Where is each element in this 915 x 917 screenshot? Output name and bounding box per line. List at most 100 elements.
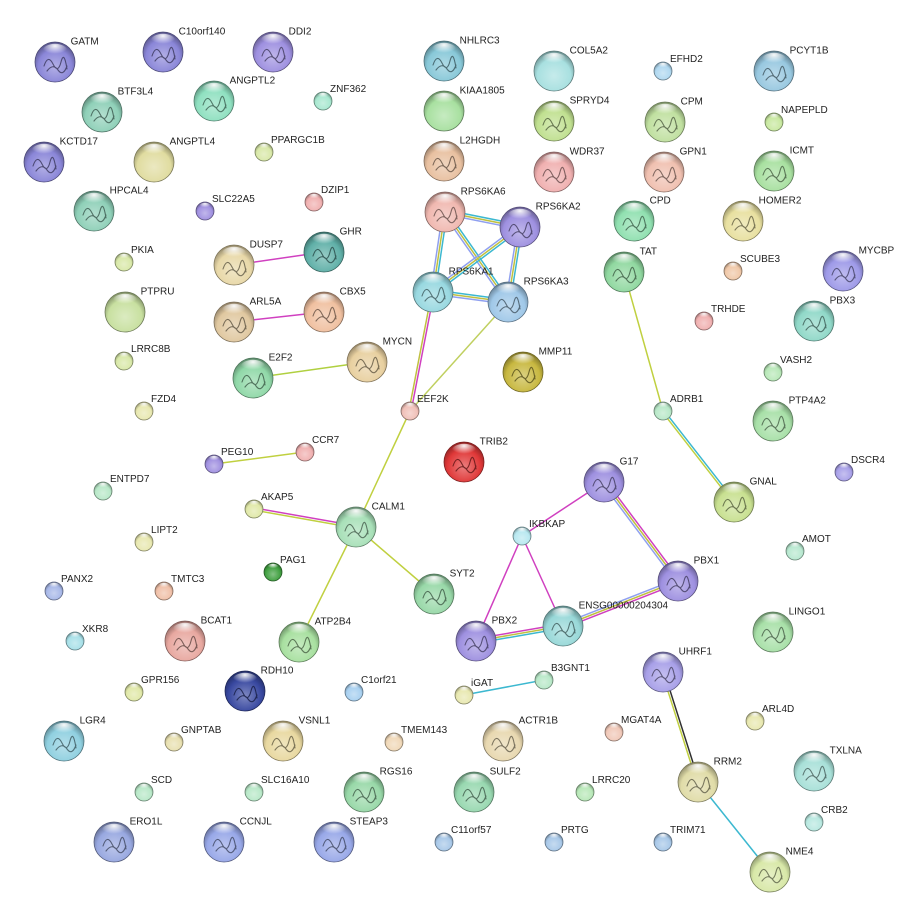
node-l2hgdh[interactable]: L2HGDH — [423, 135, 500, 182]
node-mycbp[interactable]: MYCBP — [822, 245, 894, 292]
node-angptl2[interactable]: ANGPTL2 — [193, 75, 276, 122]
node-mmp11[interactable]: MMP11 — [502, 346, 573, 393]
node-e2f2[interactable]: E2F2 — [232, 352, 293, 399]
node-c10orf140[interactable]: C10orf140 — [142, 26, 226, 73]
node-uhrf1[interactable]: UHRF1 — [642, 646, 712, 693]
node-tmem143[interactable]: TMEM143 — [384, 725, 448, 752]
node-xkr8[interactable]: XKR8 — [65, 624, 109, 651]
node-mgat4a[interactable]: MGAT4A — [604, 715, 662, 742]
node-ero1l[interactable]: ERO1L — [93, 816, 163, 863]
node-icmt[interactable]: ICMT — [753, 145, 814, 192]
node-gpn1[interactable]: GPN1 — [643, 146, 707, 193]
node-crb2[interactable]: CRB2 — [804, 805, 848, 832]
node-prtg[interactable]: PRTG — [544, 825, 589, 852]
node-ddi2[interactable]: DDI2 — [252, 26, 312, 73]
node-akap5[interactable]: AKAP5 — [244, 492, 294, 519]
node-angptl4[interactable]: ANGPTL4 — [133, 136, 216, 183]
node-lrrc20[interactable]: LRRC20 — [575, 775, 631, 802]
node-pag1[interactable]: PAG1 — [263, 555, 306, 582]
node-nme4[interactable]: NME4 — [749, 846, 814, 893]
edge-eef2k-calm1[interactable] — [355, 410, 411, 528]
node-ccr7[interactable]: CCR7 — [295, 435, 340, 462]
node-vsnl1[interactable]: VSNL1 — [262, 715, 331, 762]
node-scube3[interactable]: SCUBE3 — [723, 254, 780, 281]
node-ptpru[interactable]: PTPRU — [104, 286, 175, 333]
node-rdh10[interactable]: RDH10 — [224, 665, 294, 712]
node-gnal[interactable]: GNAL — [713, 476, 777, 523]
node-lgr4[interactable]: LGR4 — [43, 715, 106, 762]
edge-g17-pbx1[interactable] — [601, 479, 681, 584]
node-lipt2[interactable]: LIPT2 — [134, 525, 178, 552]
node-ccnjl[interactable]: CCNJL — [203, 816, 272, 863]
node-gpr156[interactable]: GPR156 — [124, 675, 180, 702]
node-igat[interactable]: iGAT — [454, 678, 493, 705]
node-rps6ka3[interactable]: RPS6KA3 — [487, 276, 569, 323]
node-calm1[interactable]: CALM1 — [335, 501, 405, 548]
node-dzip1[interactable]: DZIP1 — [304, 185, 350, 212]
node-ptp4a2[interactable]: PTP4A2 — [752, 395, 826, 442]
node-lingo1[interactable]: LINGO1 — [752, 606, 826, 653]
node-eef2k[interactable]: EEF2K — [400, 394, 449, 421]
node-cpm[interactable]: CPM — [644, 96, 703, 143]
node-rps6ka2[interactable]: RPS6KA2 — [499, 201, 581, 248]
node-fzd4[interactable]: FZD4 — [134, 394, 176, 421]
node-napepld[interactable]: NAPEPLD — [764, 105, 828, 132]
node-arl5a[interactable]: ARL5A — [213, 296, 282, 343]
node-pbx3[interactable]: PBX3 — [793, 295, 856, 342]
node-adrb1[interactable]: ADRB1 — [653, 394, 704, 421]
node-sulf2[interactable]: SULF2 — [453, 766, 521, 813]
edge-igat-b3gnt1[interactable] — [463, 679, 545, 696]
node-nhlrc3[interactable]: NHLRC3 — [423, 35, 500, 82]
node-panx2[interactable]: PANX2 — [44, 574, 94, 601]
edge-rps6ka3-eef2k[interactable] — [409, 301, 509, 412]
node-kiaa1805[interactable]: KIAA1805 — [423, 85, 505, 132]
node-pbx1[interactable]: PBX1 — [657, 555, 720, 602]
node-txlna[interactable]: TXLNA — [793, 745, 862, 792]
node-slc22a5[interactable]: SLC22A5 — [195, 194, 255, 221]
node-gnptab[interactable]: GNPTAB — [164, 725, 222, 752]
node-ikbkap[interactable]: IKBKAP — [512, 519, 565, 546]
node-c11orf57[interactable]: C11orf57 — [434, 825, 492, 852]
node-efhd2[interactable]: EFHD2 — [653, 54, 703, 81]
node-spryd4[interactable]: SPRYD4 — [533, 95, 610, 142]
node-rgs16[interactable]: RGS16 — [343, 766, 413, 813]
node-rps6ka1[interactable]: RPS6KA1 — [412, 266, 494, 313]
node-ghr[interactable]: GHR — [303, 226, 362, 273]
node-dscr4[interactable]: DSCR4 — [834, 455, 885, 482]
node-ensg00000204304[interactable]: ENSG00000204304 — [542, 600, 669, 647]
node-tat[interactable]: TAT — [603, 246, 657, 293]
node-peg10[interactable]: PEG10 — [204, 447, 254, 474]
node-slc16a10[interactable]: SLC16A10 — [244, 775, 310, 802]
node-rps6ka6[interactable]: RPS6KA6 — [424, 186, 506, 233]
node-b3gnt1[interactable]: B3GNT1 — [534, 663, 590, 690]
node-wdr37[interactable]: WDR37 — [533, 146, 605, 193]
edge-peg10-ccr7[interactable] — [213, 451, 306, 465]
node-entpd7[interactable]: ENTPD7 — [93, 474, 150, 501]
node-dusp7[interactable]: DUSP7 — [213, 239, 283, 286]
node-steap3[interactable]: STEAP3 — [313, 816, 388, 863]
node-btf3l4[interactable]: BTF3L4 — [81, 86, 154, 133]
node-ppargc1b[interactable]: PPARGC1B — [254, 135, 325, 162]
node-vash2[interactable]: VASH2 — [763, 355, 813, 382]
node-actr1b[interactable]: ACTR1B — [482, 715, 558, 762]
node-pkia[interactable]: PKIA — [114, 245, 154, 272]
node-hpcal4[interactable]: HPCAL4 — [73, 185, 149, 232]
node-homer2[interactable]: HOMER2 — [722, 195, 802, 242]
node-gatm[interactable]: GATM — [34, 36, 99, 83]
node-g17[interactable]: G17 — [583, 456, 639, 503]
edge-tat-adrb1[interactable] — [623, 271, 664, 412]
node-bcat1[interactable]: BCAT1 — [164, 615, 233, 662]
node-c1orf21[interactable]: C1orf21 — [344, 675, 397, 702]
node-syt2[interactable]: SYT2 — [413, 568, 475, 615]
node-lrrc8b[interactable]: LRRC8B — [114, 344, 171, 371]
edge-pbx1-ensg00000204304[interactable] — [561, 578, 680, 629]
node-arl4d[interactable]: ARL4D — [745, 704, 794, 731]
node-amot[interactable]: AMOT — [785, 534, 831, 561]
node-tmtc3[interactable]: TMTC3 — [154, 574, 205, 601]
node-rrm2[interactable]: RRM2 — [677, 756, 742, 803]
node-col5a2[interactable]: COL5A2 — [533, 45, 608, 92]
node-znf362[interactable]: ZNF362 — [313, 84, 367, 111]
node-cbx5[interactable]: CBX5 — [303, 286, 366, 333]
node-cpd[interactable]: CPD — [613, 195, 671, 242]
node-scd[interactable]: SCD — [134, 775, 172, 802]
